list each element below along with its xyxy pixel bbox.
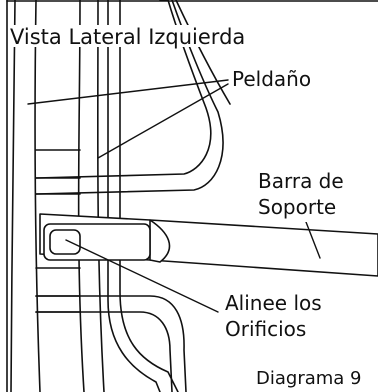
align-holes-label-line2: Orificios — [225, 317, 306, 341]
support-bar — [39, 213, 378, 277]
rail-b — [34, 0, 41, 392]
back-leg-inner — [107, 0, 161, 392]
support-bar-end-cap — [149, 219, 171, 263]
ladder-side-rail — [6, 0, 378, 392]
rung-leader-1 — [27, 79, 229, 105]
rung-tube-end-loop — [175, 0, 231, 105]
support-bar-label-line1: Barra de — [258, 169, 344, 193]
rung-leader-2 — [97, 83, 229, 159]
view-label: Vista Lateral Izquierda — [10, 25, 245, 49]
rung-label: Peldaño — [232, 67, 311, 91]
support-bar-leader — [305, 221, 321, 259]
label-backgrounds — [8, 25, 370, 390]
lower-loop-outer — [35, 295, 187, 392]
back-leg-outer — [119, 0, 179, 392]
lower-loop-inner — [35, 311, 173, 392]
align-holes-leader — [65, 239, 219, 313]
rail-a — [10, 0, 16, 392]
front-leg-right-edge — [96, 0, 105, 392]
leader-lines — [27, 79, 321, 313]
aligned-holes — [49, 229, 81, 255]
front-leg-left-edge — [77, 0, 85, 392]
align-holes-label-line1: Alinee los — [225, 291, 322, 315]
support-bar-label-line2: Soporte — [258, 195, 336, 219]
diagram-number-label: Diagrama 9 — [256, 368, 362, 389]
